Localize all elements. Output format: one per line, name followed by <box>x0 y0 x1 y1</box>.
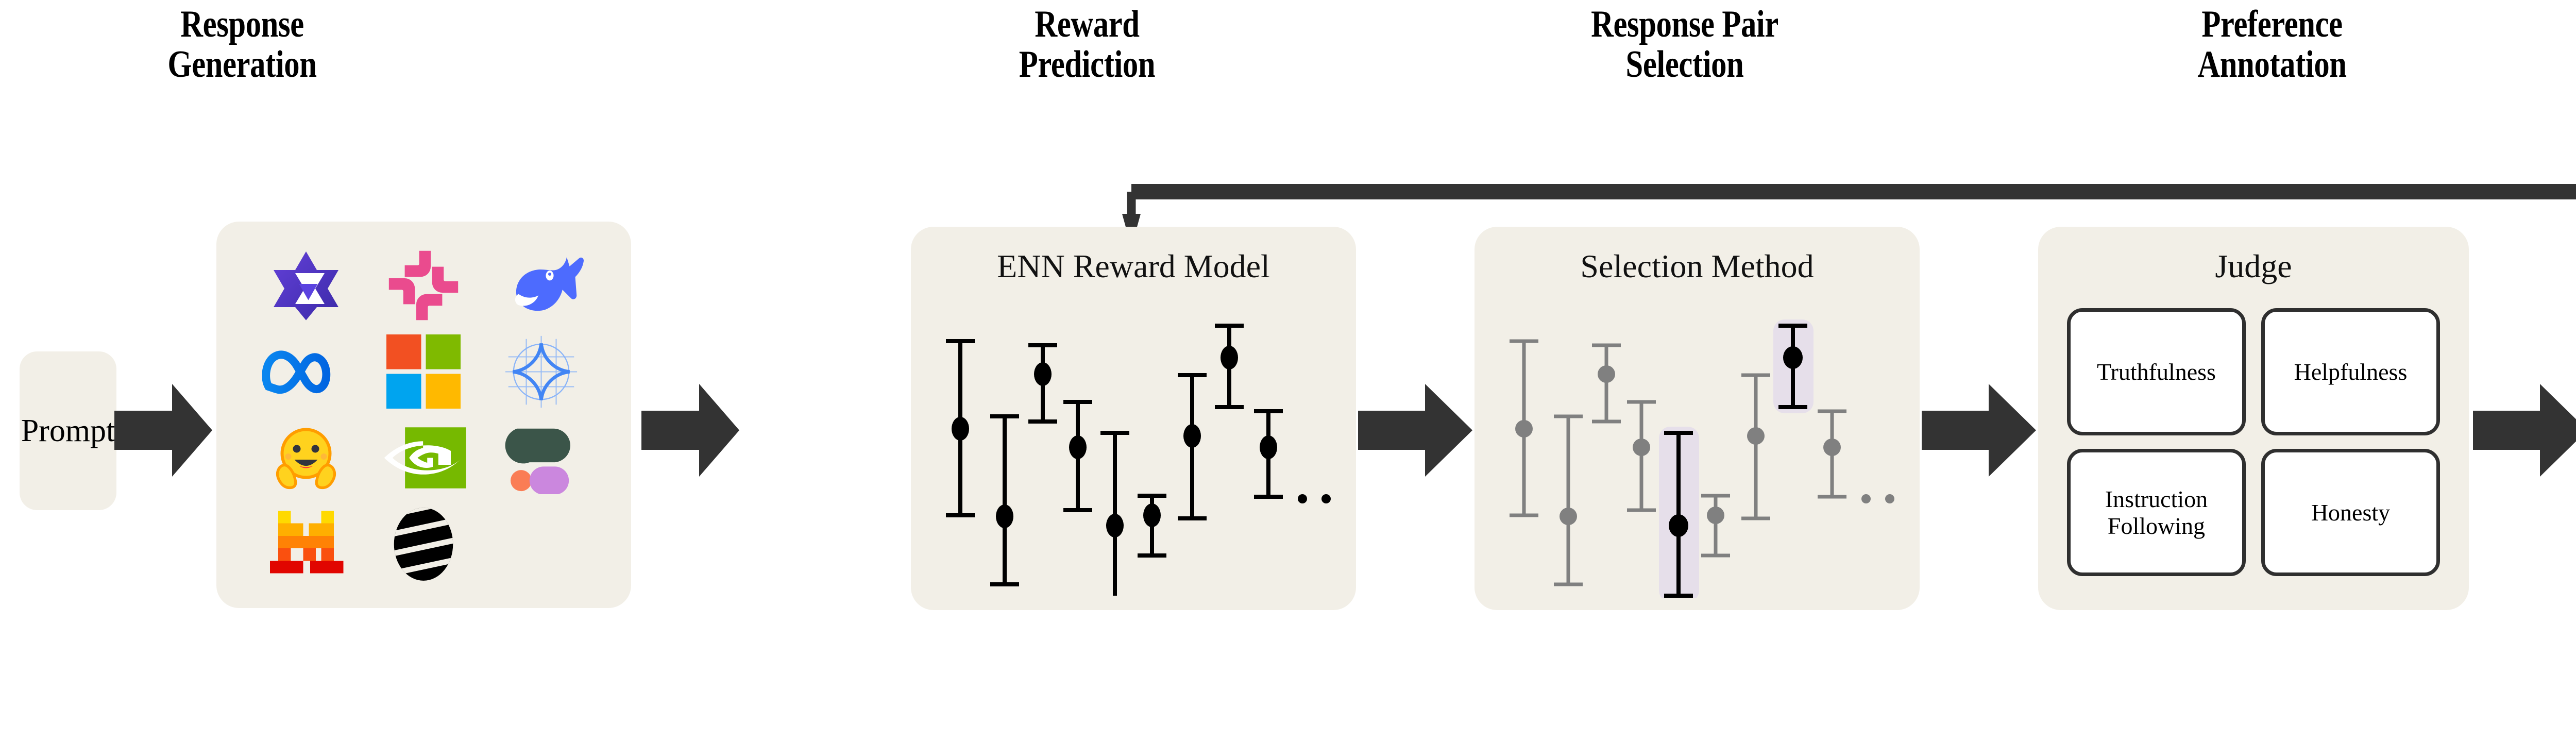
gemini-logo <box>483 329 600 415</box>
enn-reward-model-title: ENN Reward Model <box>997 248 1270 284</box>
deepseek-logo <box>483 242 600 329</box>
judge-title: Judge <box>2215 248 2292 284</box>
arrow-selection-to-annotation <box>1922 384 2036 477</box>
selection-method-title: Selection Method <box>1580 248 1814 284</box>
criterion-helpfulness[interactable]: Helpfulness <box>2261 308 2440 435</box>
criterion-truthfulness-label: Truthfulness <box>2097 358 2216 385</box>
nvidia-logo <box>365 415 482 501</box>
panel-reward-prediction: ENN Reward Model <box>911 227 1356 610</box>
panel-preference-annotation: Judge Truthfulness Helpfulness Instructi… <box>2038 227 2469 610</box>
arrow-prompt-to-generation <box>114 384 212 477</box>
selection-method-errorbar-chart <box>1487 309 1907 598</box>
prompt-label: Prompt <box>21 413 115 448</box>
stage-header-reward-prediction: Reward Prediction <box>1019 3 1156 86</box>
microsoft-logo <box>365 329 482 415</box>
prompt-box[interactable]: Prompt <box>20 351 116 510</box>
criterion-helpfulness-label: Helpfulness <box>2294 358 2408 385</box>
criterion-instruction-following[interactable]: Instruction Following <box>2067 449 2246 576</box>
arrow-generation-to-prediction <box>641 384 739 477</box>
qwen-logo <box>247 242 365 329</box>
criterion-honesty[interactable]: Honesty <box>2261 449 2440 576</box>
reward-prediction-errorbar-chart <box>923 309 1344 598</box>
judge-criteria-grid: Truthfulness Helpfulness Instruction Fol… <box>2067 308 2440 576</box>
panel-response-pair-selection: Selection Method <box>1475 227 1920 610</box>
cohere-logo <box>365 242 482 329</box>
stage-header-response-pair-selection: Response Pair Selection <box>1591 3 1778 86</box>
ai21-logo <box>483 415 600 501</box>
stage-header-response-generation: Response Generation <box>167 3 317 86</box>
arrow-prediction-to-selection <box>1358 384 1472 477</box>
huggingface-logo <box>247 415 365 501</box>
xai-logo <box>365 501 482 588</box>
criterion-instruction-following-label: Instruction Following <box>2105 485 2208 539</box>
stage-header-preference-annotation: Preference Annotation <box>2197 3 2347 86</box>
mistral-logo <box>247 501 365 588</box>
arrow-annotation-to-training <box>2473 384 2576 477</box>
meta-logo <box>247 329 365 415</box>
panel-response-generation <box>216 222 631 608</box>
criterion-truthfulness[interactable]: Truthfulness <box>2067 308 2246 435</box>
criterion-honesty-label: Honesty <box>2311 499 2391 526</box>
model-logo-grid <box>247 242 600 587</box>
